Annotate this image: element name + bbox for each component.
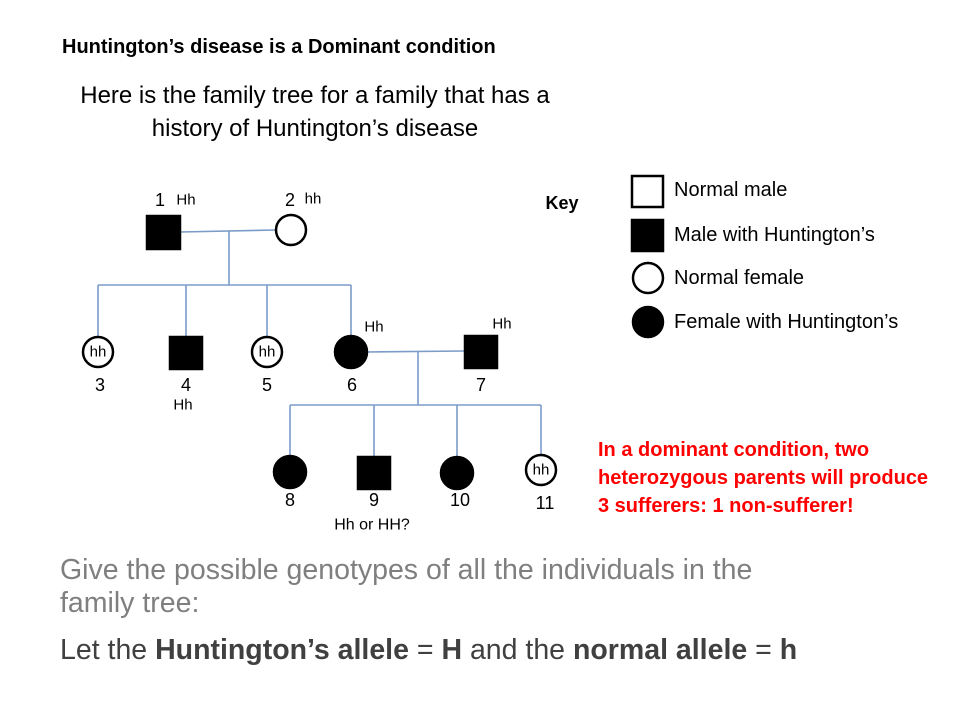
individual-9-symbol xyxy=(356,455,392,491)
individual-5-genotype: hh xyxy=(259,344,276,361)
individual-2-symbol xyxy=(274,213,308,247)
key-label-normal-female: Normal female xyxy=(674,267,804,289)
individual-8-symbol xyxy=(272,454,308,490)
individual-11-symbol xyxy=(524,453,558,487)
slide-heading: Huntington’s disease is a Dominant condi… xyxy=(62,36,496,58)
individual-8-number: 8 xyxy=(285,490,295,510)
individual-6-number: 6 xyxy=(347,375,357,395)
dominant-allele-symbol: H xyxy=(441,634,463,666)
dominant-note: In a dominant condition, two heterozygou… xyxy=(598,436,928,520)
individual-5-number: 5 xyxy=(262,375,272,395)
individual-7-genotype: Hh xyxy=(492,316,511,333)
allele-prefix: Let the xyxy=(60,634,156,666)
individual-10-number: 10 xyxy=(450,490,470,510)
individual-7-number: 7 xyxy=(476,375,486,395)
key-title: Key xyxy=(545,193,578,213)
question-line-1: Give the possible genotypes of all the i… xyxy=(60,554,753,586)
allele-equals-2: = xyxy=(747,634,780,666)
allele-equals-1: = xyxy=(408,634,442,666)
individual-1-number: 1 xyxy=(155,190,165,210)
individual-3-symbol xyxy=(81,335,115,369)
key-label-affected-male: Male with Huntington’s xyxy=(674,224,875,246)
recessive-allele-symbol: h xyxy=(779,634,798,666)
individual-9-number: 9 xyxy=(369,490,379,510)
individual-11-number: 11 xyxy=(536,493,555,513)
tree-lines xyxy=(97,229,542,457)
individual-2-number: 2 xyxy=(285,190,295,210)
intro-line-2: history of Huntington’s disease xyxy=(151,115,479,142)
individual-9-genotype: Hh or HH? xyxy=(334,517,410,534)
key-label-affected-female: Female with Huntington’s xyxy=(674,311,898,333)
individual-4-genotype: Hh xyxy=(173,397,192,414)
individual-4-symbol xyxy=(168,335,204,371)
individual-1-genotype: Hh xyxy=(176,192,195,209)
individual-6-genotype: Hh xyxy=(364,319,383,336)
intro-line-1: Here is the family tree for a family tha… xyxy=(80,82,550,109)
key-normal-male-icon xyxy=(630,174,665,209)
marriage-line-1-2 xyxy=(179,229,277,233)
individual-5-symbol xyxy=(250,335,284,369)
individual-3-genotype: hh xyxy=(90,344,107,361)
recessive-allele-label: normal allele xyxy=(572,634,748,666)
key-affected-female-icon xyxy=(631,305,665,339)
individual-4-number: 4 xyxy=(181,375,191,395)
individual-genotypes: Hh hh hh Hh hh Hh Hh Hh or HH? hh xyxy=(90,191,550,534)
individual-7-symbol xyxy=(463,334,499,370)
key-label-normal-male: Normal male xyxy=(674,179,787,201)
individual-11-genotype: hh xyxy=(533,462,550,479)
individual-6-symbol xyxy=(333,334,369,370)
individual-3-number: 3 xyxy=(95,375,105,395)
pedigree-symbols xyxy=(81,213,558,491)
allele-definition: Let the Huntington’s allele = H and the … xyxy=(60,633,797,667)
intro-text: Here is the family tree for a family tha… xyxy=(40,79,590,145)
marriage-line-6-7 xyxy=(366,350,466,353)
allele-connector: and the xyxy=(462,634,573,666)
question-text: Give the possible genotypes of all the i… xyxy=(60,554,752,620)
individual-10-symbol xyxy=(439,455,475,491)
question-line-2: family tree: xyxy=(60,587,200,619)
key-normal-female-icon xyxy=(631,261,665,295)
individual-1-symbol xyxy=(145,214,182,251)
dominant-allele-label: Huntington’s allele xyxy=(155,634,409,666)
key-affected-male-icon xyxy=(630,218,665,253)
individual-2-genotype: hh xyxy=(305,191,322,208)
note-line-3: 3 sufferers: 1 non-sufferer! xyxy=(598,495,854,517)
note-line-1: In a dominant condition, two xyxy=(598,439,870,461)
note-line-2: heterozygous parents will produce xyxy=(598,467,929,489)
key: Key Normal male Male with Huntington’s N… xyxy=(545,174,898,339)
individual-numbers: 1 2 3 4 5 6 7 8 9 10 11 xyxy=(95,190,554,513)
